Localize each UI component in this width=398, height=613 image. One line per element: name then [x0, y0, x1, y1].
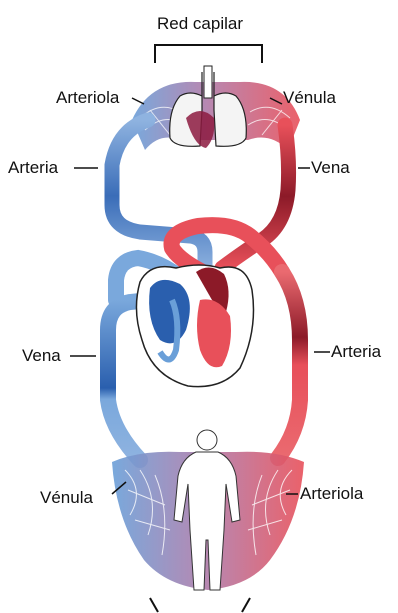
right-artery-vessel: [278, 272, 300, 458]
label-vena-left: Vena: [22, 346, 61, 366]
label-arteriola-bottom: Arteriola: [300, 484, 363, 504]
heart-icon: [136, 265, 253, 387]
top-capillary-bracket: [155, 45, 262, 63]
label-arteria-right: Arteria: [331, 342, 381, 362]
label-arteriola-top: Arteriola: [56, 88, 119, 108]
label-arteria-left: Arteria: [8, 158, 58, 178]
label-venula-bottom: Vénula: [40, 488, 93, 508]
bottom-capillary-bracket: [150, 598, 250, 612]
label-vena-right: Vena: [311, 158, 350, 178]
label-red-capilar: Red capilar: [157, 14, 243, 34]
label-venula-top: Vénula: [283, 88, 336, 108]
